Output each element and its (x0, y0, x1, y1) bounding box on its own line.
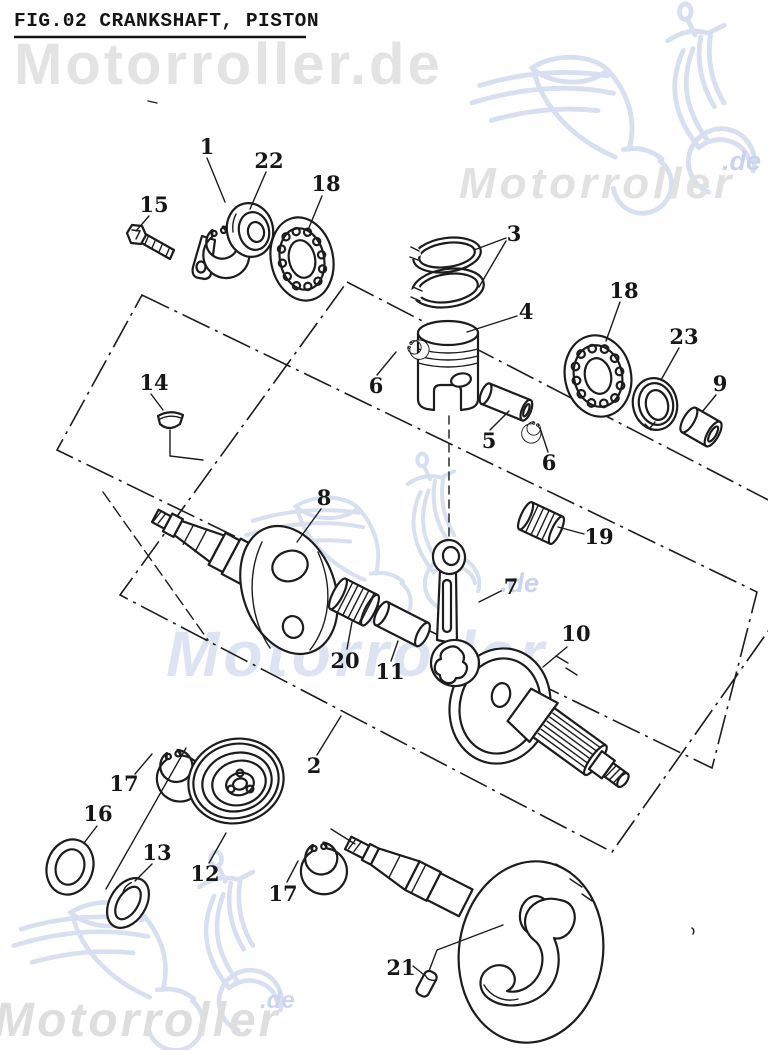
part-label-19: 19 (584, 524, 613, 549)
part-label-9: 9 (713, 371, 728, 396)
part-label-17: 17 (268, 881, 297, 906)
leader-lines (83, 157, 717, 975)
part-label-10: 10 (561, 621, 590, 646)
part-20-needle-bearing (327, 577, 381, 627)
part-11-crank-pin (373, 600, 431, 648)
watermark-tld-middle: .de (500, 568, 539, 598)
part-label-15: 15 (139, 192, 168, 217)
part-10-crank-shaft-right (506, 687, 630, 789)
part-18-ball-bearing-right (563, 334, 633, 418)
part-label-5: 5 (482, 428, 497, 453)
part-8-crank-web-left (239, 524, 339, 656)
part-9-spacer-collar (679, 406, 723, 448)
assembly-outline-boxes (55, 280, 768, 854)
part-label-7: 7 (504, 574, 519, 599)
stray-mark (147, 100, 695, 935)
watermark-layer: Motorroller.de Motorroller .de Motorroll… (0, 4, 761, 1050)
part-label-11: 11 (375, 659, 404, 684)
part-label-18: 18 (311, 171, 340, 196)
figure-title: FIG.02 CRANKSHAFT, PISTON (14, 10, 319, 32)
part-5-piston-pin (478, 382, 534, 422)
part-7-connecting-rod (429, 538, 481, 688)
part-19-needle-bearing (516, 500, 566, 546)
part-label-23: 23 (669, 324, 698, 349)
part-label-1: 1 (200, 134, 215, 159)
part-label-16: 16 (83, 801, 112, 826)
parts-layer (45, 202, 723, 1044)
part-label-14: 14 (139, 370, 168, 395)
watermark-tld-bottom: .de (260, 987, 295, 1014)
watermark-text-top: Motorroller.de (14, 32, 443, 97)
part-14-woodruff-key (156, 411, 185, 430)
part-2-crankshaft-web-disc (457, 860, 605, 1044)
part-3-piston-rings (407, 236, 485, 309)
part-label-2: 2 (307, 753, 322, 778)
part-4-piston (416, 319, 480, 412)
construction-line (102, 491, 209, 641)
part-15-bolt (125, 223, 176, 261)
part-label-21: 21 (386, 955, 415, 980)
watermark-text-bottom: Motorroller (0, 994, 280, 1047)
watermark-tld-top-right: .de (722, 146, 761, 176)
part-label-6: 6 (542, 450, 557, 475)
part-12-pulley (187, 737, 285, 825)
part-label-20: 20 (330, 648, 359, 673)
part-label-3: 3 (507, 221, 522, 246)
part-label-13: 13 (142, 840, 171, 865)
part-label-4: 4 (519, 299, 534, 324)
part-17-circlip-right (298, 840, 349, 897)
part-23-oil-seal (631, 377, 679, 431)
assembly-outline-box-crankshaft (118, 280, 768, 854)
part-label-18: 18 (609, 278, 638, 303)
part-16-washer (45, 838, 95, 896)
assembly-outline-box-upper (55, 293, 758, 770)
part-label-12: 12 (190, 861, 219, 886)
part-22-bearing (225, 202, 275, 258)
part-label-6: 6 (369, 373, 384, 398)
part-label-22: 22 (254, 148, 283, 173)
part-21-dowel-pin (415, 969, 438, 998)
part-13-lock-plate (105, 877, 151, 929)
part-18-ball-bearing-left (269, 216, 335, 302)
part-2-crankshaft-assembly-shaft (343, 835, 474, 918)
part-number-labels: 1 22 18 15 3 4 18 23 9 6 5 6 14 8 19 7 10 20 11 2 17 16 13 12 17… (83, 134, 727, 980)
part-1-holder-fork (191, 222, 254, 283)
watermark-text-top-right: Motorroller (459, 159, 735, 208)
part-label-17: 17 (109, 771, 138, 796)
part-label-8: 8 (317, 485, 332, 510)
